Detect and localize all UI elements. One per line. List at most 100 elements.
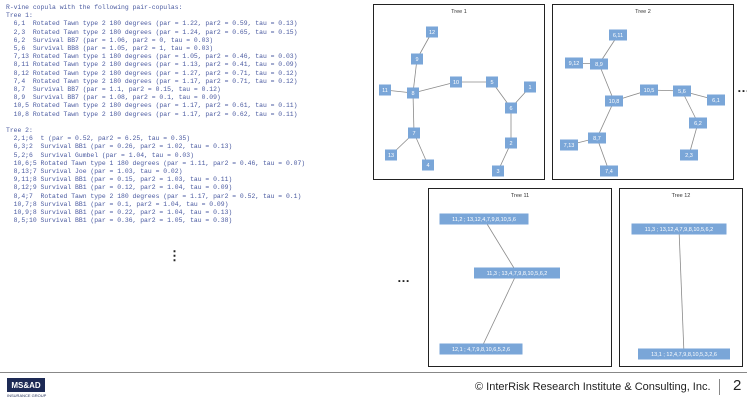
tree-node-label: 1 <box>528 85 531 91</box>
tree-node-label: 2,3 <box>685 153 693 159</box>
tree-node-label: 6,11 <box>613 33 623 39</box>
tree-node-label: 12 <box>429 30 435 36</box>
tree-node-box <box>411 53 423 65</box>
tree-node-box <box>689 117 707 129</box>
tree-node-box <box>590 58 608 70</box>
console-line: 8,13;7 Survival Joe (par = 1.03, tau = 0… <box>6 168 183 175</box>
tree-node-box <box>524 81 536 93</box>
tree-node: 11,2 ; 13,12,4,7,9,8,10,5,6 <box>439 213 529 225</box>
tree-node-label: 9,12 <box>569 61 580 67</box>
ellipsis-right: … <box>737 80 747 95</box>
tree-node: 8 <box>407 87 419 99</box>
tree-node: 5 <box>486 76 498 88</box>
tree-node-label: 6,2 <box>694 121 702 127</box>
tree-node: 6,2 <box>689 117 707 129</box>
tree-edge <box>412 58 418 94</box>
console-line: Tree 2: <box>6 127 33 134</box>
tree-node: 1 <box>524 81 536 93</box>
tree-node-box <box>505 137 517 149</box>
tree-node-label: 11 <box>382 88 388 94</box>
tree-node: 6 <box>505 102 517 114</box>
tree-node: 4 <box>422 159 434 171</box>
tree-node: 11 <box>379 84 391 96</box>
tree-node-label: 10 <box>453 80 459 86</box>
tree-edge <box>483 218 518 274</box>
tree-node-label: 3 <box>496 169 499 175</box>
tree-node-label: 10,8 <box>609 99 620 105</box>
tree-node-box <box>673 85 691 97</box>
tree-12-title: Tree 12 <box>671 193 691 199</box>
tree-node-box <box>505 102 517 114</box>
console-line: 10,6;5 Rotated Tawn type 1 180 degrees (… <box>6 159 306 167</box>
tree-node-label: 4 <box>426 163 429 169</box>
footer-separator <box>719 379 720 395</box>
tree-node: 7,4 <box>600 165 618 177</box>
tree-node-box <box>439 213 529 225</box>
tree-11-panel: Tree 11 11,2 ; 13,12,4,7,9,8,10,5,6 11,3 … <box>428 188 612 367</box>
tree-node-box <box>474 267 560 279</box>
console-line: 6,2 Survival BB7 (par = 1.06, par2 = 0, … <box>6 36 214 44</box>
tree-node: 11,3 ; 13,4,7,9,8,10,5,6,2 <box>474 267 560 279</box>
tree-node-label: 5 <box>490 80 493 86</box>
tree-edge <box>596 100 615 139</box>
tree-node: 12 <box>426 26 438 38</box>
console-line: 6,1 Rotated Tawn type 2 180 degrees (par… <box>6 20 298 28</box>
console-line: 8,4;7 Rotated Tawn type 2 180 degrees (p… <box>6 192 302 200</box>
tree-node-label: 2 <box>509 141 512 147</box>
tree-node-box <box>450 76 462 88</box>
tree-node-box <box>407 87 419 99</box>
console-line: 2,3 Rotated Tawn type 2 180 degrees (par… <box>6 28 298 36</box>
console-line: 8,11 Rotated Tawn type 2 180 degrees (pa… <box>6 61 298 69</box>
console-line: 5,2;6 Survival Gumbel (par = 1.04, tau =… <box>6 151 194 159</box>
tree-node-box <box>492 165 504 177</box>
tree-node-box <box>560 139 578 151</box>
tree-node-box <box>426 26 438 38</box>
tree-edge <box>412 92 415 134</box>
console-line: 9,11;8 Survival BB1 (par = 0.15, par2 = … <box>6 176 233 184</box>
company-logo-subtitle: INSURANCE GROUP <box>7 393 47 398</box>
tree-node-label: 11,2 ; 13,12,4,7,9,8,10,5,6 <box>452 217 516 223</box>
tree-node-label: 6,1 <box>712 98 720 104</box>
company-logo: MS&AD <box>7 378 45 392</box>
console-line: 10,8 Rotated Tawn type 2 180 degrees (pa… <box>6 110 298 118</box>
tree-node-label: 13 <box>388 153 394 159</box>
tree-node: 6,1 <box>707 94 725 106</box>
tree-node: 8,9 <box>590 58 608 70</box>
console-line: 2,1;6 t (par = 0.52, par2 = 6.25, tau = … <box>6 135 191 143</box>
tree-node-box <box>439 343 523 355</box>
tree-node-box <box>640 84 658 96</box>
tree-node-box <box>631 223 727 235</box>
tree-12-graph: 11,3 ; 13,12,4,7,9,8,10,5,6,213,1 ; 12,4… <box>631 223 730 360</box>
tree-node-label: 11,3 ; 13,4,7,9,8,10,5,6,2 <box>487 271 548 277</box>
tree-node: 6,11 <box>609 29 627 41</box>
tree-node: 13 <box>385 149 397 161</box>
tree-node-box <box>385 149 397 161</box>
tree-1-graph: 12 9 11 8 10 5 1 6 7 13 4 2 3 <box>379 26 536 177</box>
tree-node-label: 7 <box>412 131 415 137</box>
tree-node: 13,1 ; 12,4,7,9,8,10,5,3,2,6 <box>638 348 730 360</box>
tree-11-graph: 11,2 ; 13,12,4,7,9,8,10,5,6 11,3 ; 13,4,7… <box>439 213 560 355</box>
console-line: 5,6 Survival BB8 (par = 1.05, par2 = 1, … <box>6 45 214 52</box>
tree-node-box <box>680 149 698 161</box>
tree-1-title: Tree 1 <box>451 9 467 15</box>
tree-edge <box>412 81 457 94</box>
tree-node-label: 7,13 <box>564 143 575 149</box>
tree-node: 2,3 <box>680 149 698 161</box>
tree-node-box <box>600 165 618 177</box>
tree-2-title: Tree 2 <box>635 9 651 15</box>
tree-11-title: Tree 11 <box>510 193 530 199</box>
tree-node: 8,7 <box>588 132 606 144</box>
tree-node: 9 <box>411 53 423 65</box>
tree-node: 9,12 <box>565 57 583 69</box>
tree-node-box <box>379 84 391 96</box>
console-line: 8,5;10 Survival BB1 (par = 0.36, par2 = … <box>6 217 233 225</box>
console-line: 10,7;8 Survival BB1 (par = 0.1, par2 = 1… <box>6 200 229 208</box>
console-line: 6,3;2 Survival BB1 (par = 0.26, par2 = 1… <box>6 143 233 151</box>
console-output: R-vine copula with the following pair-co… <box>6 4 376 314</box>
footer-divider <box>0 372 747 373</box>
tree-node-box <box>422 159 434 171</box>
tree-node: 3 <box>492 165 504 177</box>
console-line: 10,5 Rotated Tawn type 2 180 degrees (pa… <box>6 102 298 110</box>
